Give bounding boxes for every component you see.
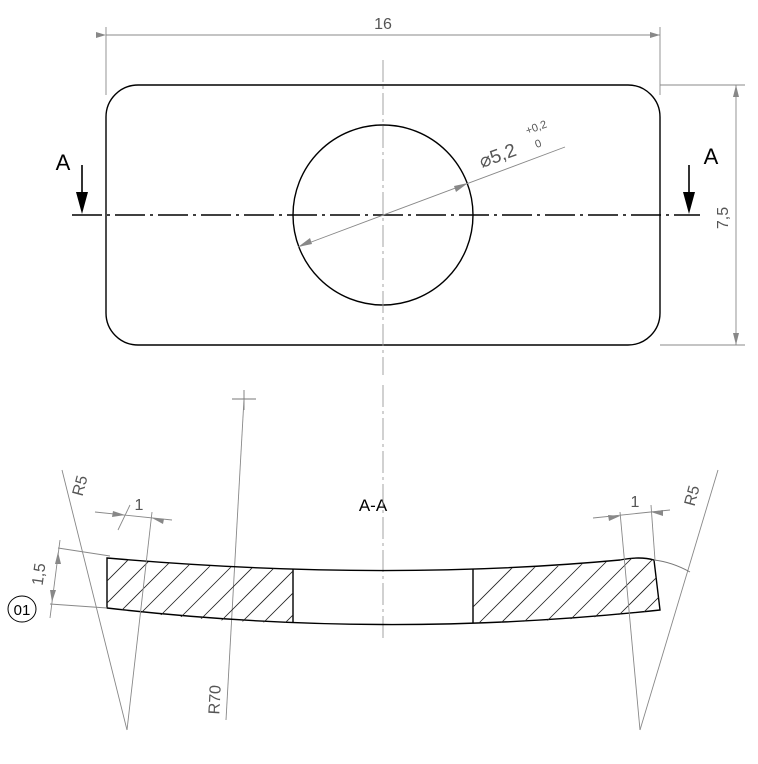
thickness-label: 1,5 bbox=[30, 562, 50, 586]
width-left-arrow-b bbox=[152, 518, 164, 524]
r5-right-label: R5 bbox=[682, 484, 704, 508]
thickness-dimension-line bbox=[49, 539, 61, 619]
top-view: 16 A A ⌀5,2 +0,2 0 7,5 bbox=[56, 16, 745, 375]
part-number-label: 01 bbox=[14, 602, 31, 619]
section-arrow-right-head bbox=[683, 192, 695, 214]
hole-diameter-label: ⌀5,2 bbox=[477, 140, 520, 173]
hole-tolerance-upper: +0,2 bbox=[524, 119, 549, 138]
section-title: A-A bbox=[359, 496, 388, 515]
width-left-extension bbox=[126, 511, 153, 731]
thickness-arrow-top bbox=[55, 552, 61, 564]
r5-right-leader bbox=[639, 469, 719, 731]
r70-label: R70 bbox=[206, 685, 225, 715]
thickness-extension-top bbox=[57, 547, 111, 557]
r5-left-leader bbox=[61, 469, 128, 731]
width-right-label: 1 bbox=[631, 494, 640, 511]
hatch-right bbox=[473, 558, 660, 623]
section-mark-left: A bbox=[56, 150, 71, 175]
width-left-label: 1 bbox=[135, 497, 144, 514]
hole-leader-arrow-inner bbox=[298, 238, 312, 247]
hole-leader-arrow-outer bbox=[454, 183, 468, 192]
width-left-extension-2 bbox=[117, 504, 131, 531]
section-mark-right: A bbox=[704, 144, 719, 169]
hole-diameter-leader bbox=[297, 146, 566, 248]
width-right-arrow-a bbox=[608, 515, 620, 521]
width-dimension-label: 16 bbox=[374, 16, 392, 33]
section-view: A-A R70 bbox=[7, 385, 719, 731]
height-arrow-bottom bbox=[733, 333, 739, 345]
hole-diameter-label-group: ⌀5,2 +0,2 0 bbox=[477, 119, 549, 173]
width-right-arrow-b bbox=[651, 510, 663, 516]
width-left-arrow-a bbox=[112, 511, 125, 517]
part-number-bubble bbox=[7, 595, 37, 623]
width-right-extension-2 bbox=[650, 504, 656, 561]
section-arrow-left-head bbox=[76, 192, 88, 214]
width-right-extension bbox=[619, 511, 641, 731]
height-arrow-top bbox=[733, 85, 739, 97]
r5-left-label: R5 bbox=[70, 474, 92, 498]
thickness-extension-bottom bbox=[49, 603, 108, 609]
hatch-left bbox=[107, 558, 293, 623]
section-body-outline bbox=[106, 557, 661, 626]
thickness-arrow-bottom bbox=[50, 590, 56, 602]
r70-leader bbox=[225, 398, 245, 721]
hole-tolerance-lower: 0 bbox=[533, 138, 543, 151]
r5-right-arc-tick bbox=[653, 559, 691, 573]
height-dimension-label: 7,5 bbox=[715, 207, 732, 229]
